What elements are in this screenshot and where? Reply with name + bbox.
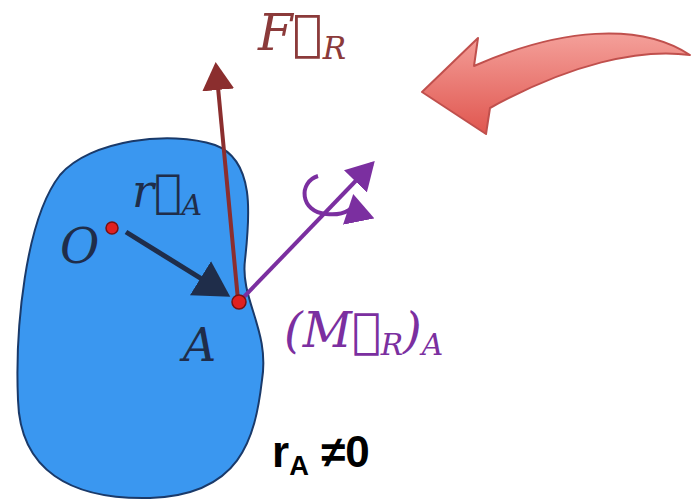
moment-curl [305, 176, 355, 214]
label-glyph: ) [403, 302, 422, 358]
force-vector [216, 66, 238, 300]
point-a [232, 295, 246, 309]
label-glyph: A [289, 450, 309, 481]
label-glyph: A [183, 318, 216, 372]
moment-vector [240, 164, 372, 301]
position-vector-label: r⃗A [132, 168, 202, 221]
moment-label: (M⃗R)A [284, 306, 443, 360]
label-glyph: r⃗ [132, 164, 182, 218]
label-glyph: R [323, 30, 346, 66]
label-glyph: r [272, 427, 289, 476]
position-vector [126, 232, 226, 294]
label-glyph: ( [284, 302, 303, 358]
point-o [106, 222, 118, 234]
point-label: O [60, 222, 99, 270]
label-glyph: M⃗ [303, 302, 381, 358]
rotation-arrow [422, 33, 690, 134]
point-label: A [183, 322, 216, 368]
label-glyph: ≠ [321, 427, 345, 476]
label-glyph: A [182, 189, 203, 222]
label-glyph: R [381, 327, 403, 362]
label-glyph: F⃗ [258, 4, 323, 62]
label-glyph: 0 [345, 427, 369, 476]
condition-label: rA ≠0 [272, 430, 370, 479]
label-glyph: O [60, 218, 99, 274]
force-label: F⃗R [258, 8, 346, 64]
label-glyph [309, 427, 321, 476]
label-glyph: A [422, 327, 444, 362]
